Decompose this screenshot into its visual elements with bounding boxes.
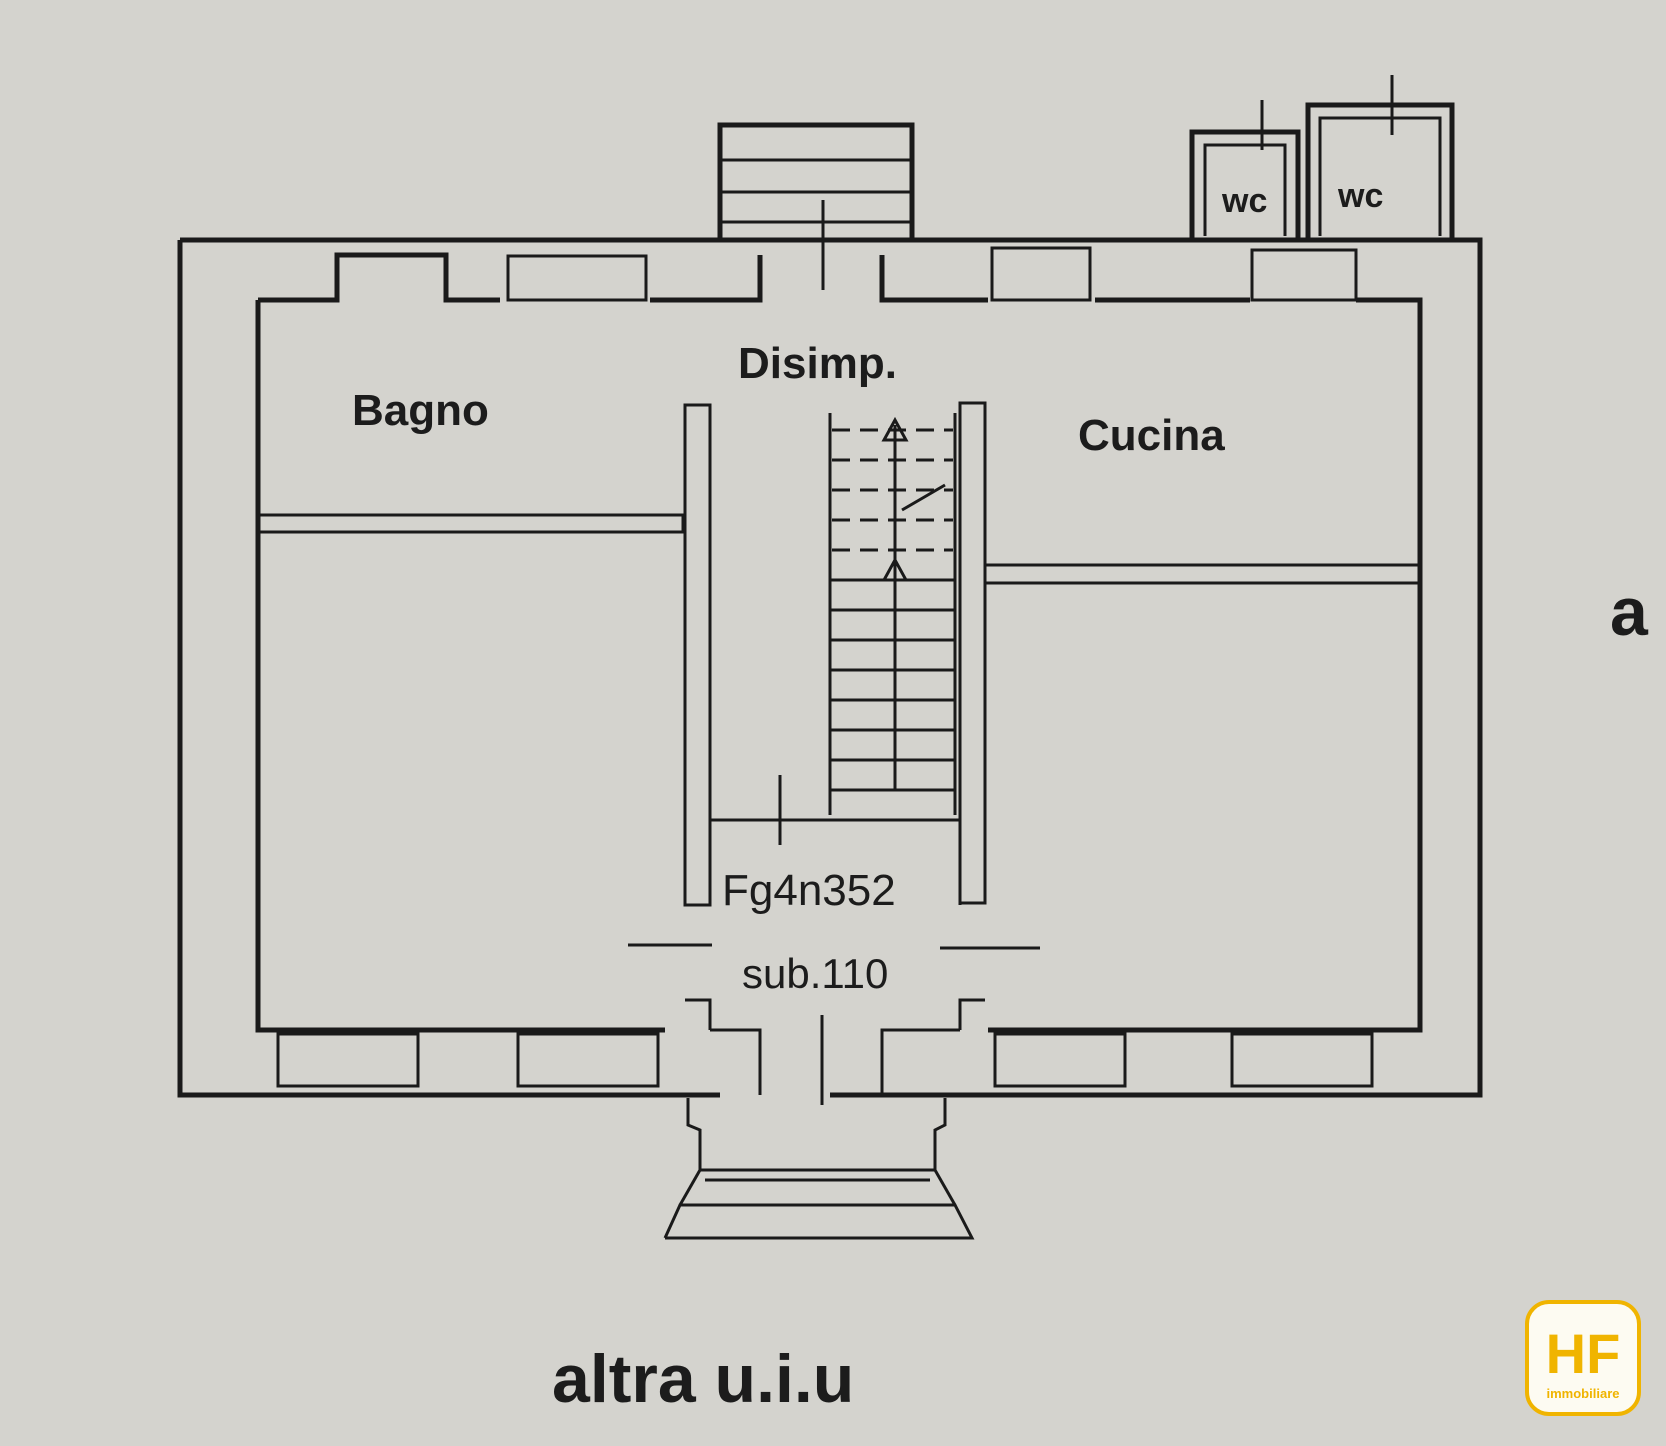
- top-windows: [506, 246, 1358, 302]
- room-label-hallway: Disimp.: [738, 339, 897, 388]
- entrance-steps: [663, 1098, 975, 1240]
- room-label-bathroom: Bagno: [352, 386, 489, 435]
- room-label-wc-left: wc: [1221, 182, 1267, 220]
- cadastral-sheet-parcel: Fg4n352: [722, 866, 896, 915]
- top-stair-block: [717, 122, 915, 290]
- agency-logo: HF immobiliare: [1525, 1300, 1641, 1416]
- room-label-wc-right: wc: [1337, 177, 1383, 215]
- room-label-kitchen: Cucina: [1078, 411, 1225, 460]
- logo-mark: HF: [1546, 1322, 1621, 1385]
- door-marks: [628, 775, 1040, 1105]
- outer-walls: [177, 237, 1483, 1098]
- staircase: [828, 413, 957, 815]
- caption-right-fragment: a: [1610, 574, 1649, 650]
- bottom-windows: [276, 1032, 1374, 1088]
- caption-other-unit: altra u.i.u: [552, 1341, 854, 1417]
- cadastral-subunit: sub.110: [742, 950, 888, 997]
- logo-name: immobiliare: [1547, 1386, 1620, 1401]
- interior-walls: [256, 401, 1422, 1095]
- wc-cubicles: [1189, 75, 1455, 240]
